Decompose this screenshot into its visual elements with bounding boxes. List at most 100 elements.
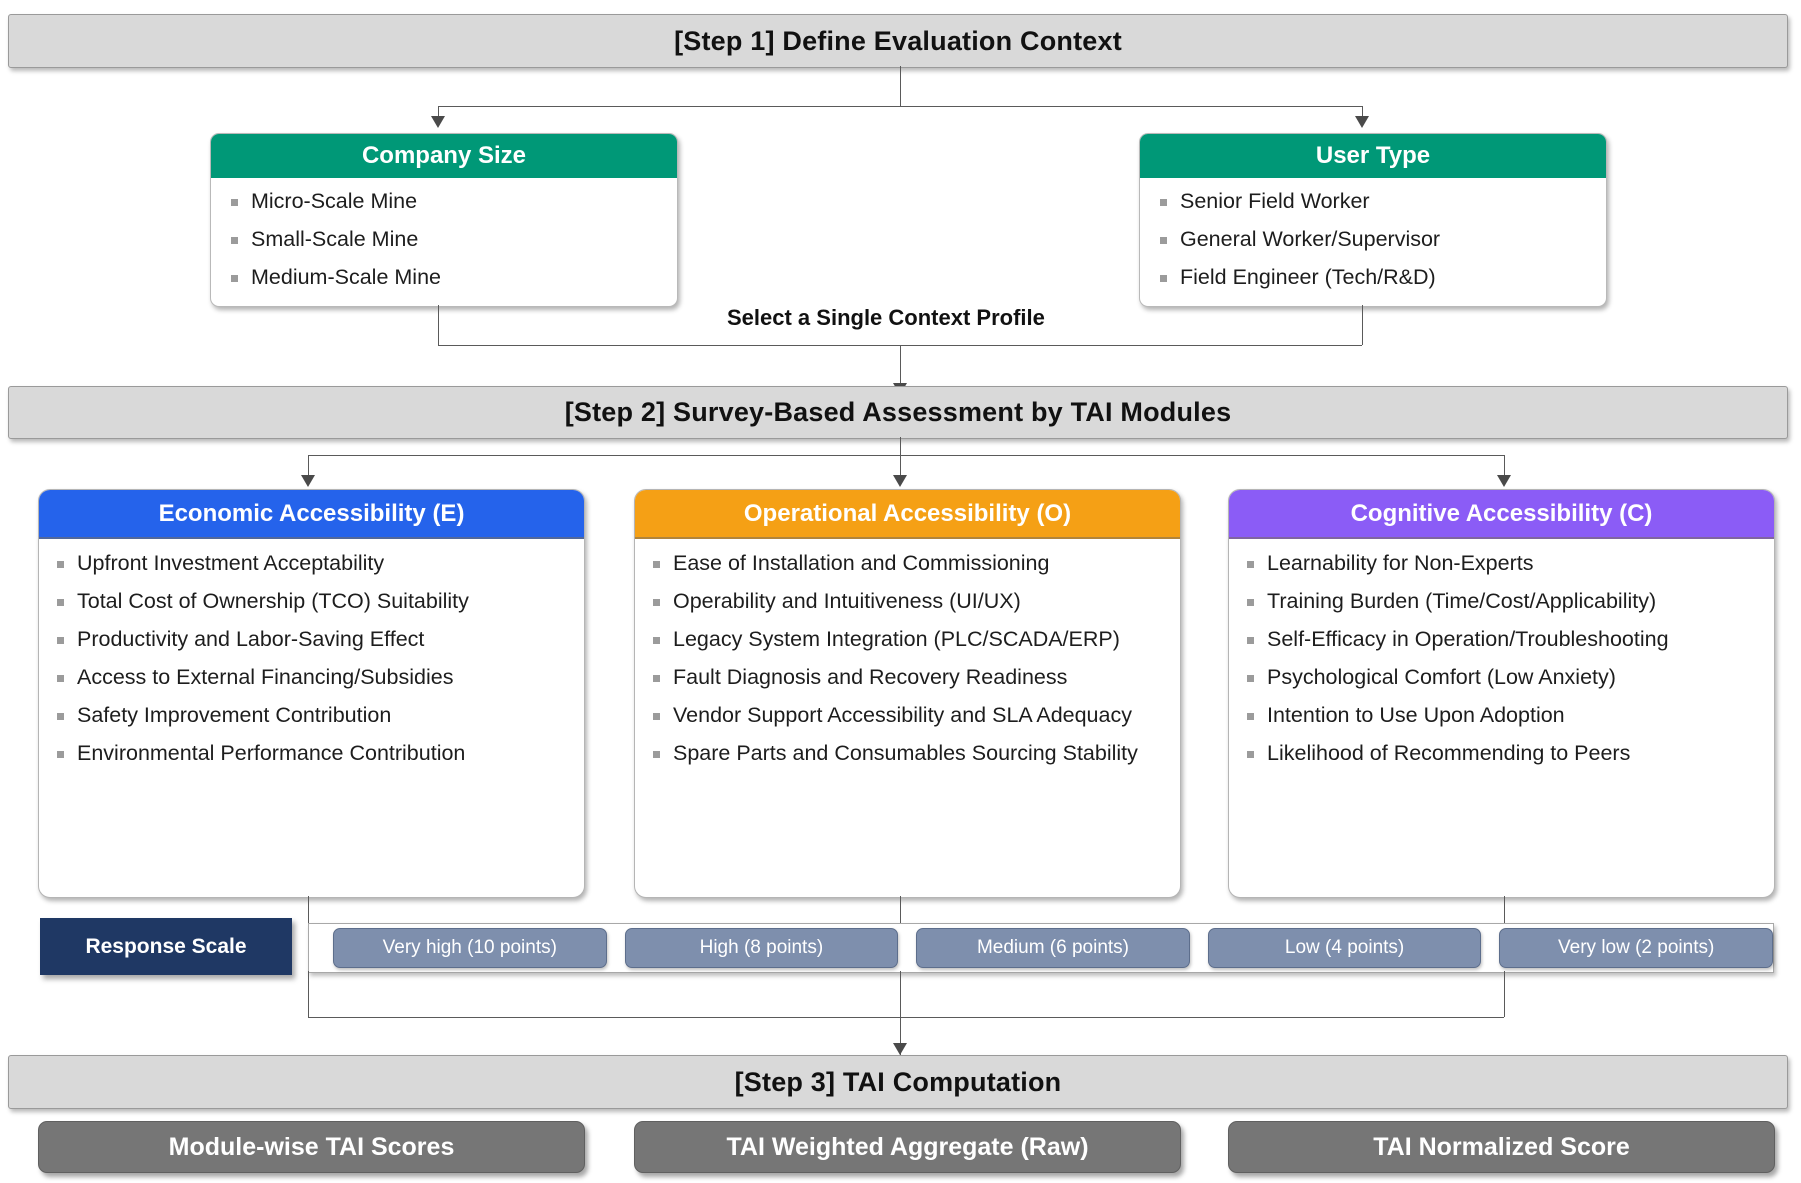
- connector-to-step3: [900, 1017, 901, 1057]
- list-item[interactable]: Vendor Support Accessibility and SLA Ade…: [647, 702, 1168, 730]
- connector-module-e-drop: [308, 455, 309, 477]
- list-item[interactable]: Upfront Investment Acceptability: [51, 550, 572, 578]
- list-item-label: Small-Scale Mine: [251, 226, 419, 251]
- module-cognitive-header: Cognitive Accessibility (C): [1229, 490, 1774, 539]
- connector-step1-right-drop: [1362, 106, 1363, 118]
- scale-option-label: Very high (10 points): [382, 937, 557, 958]
- list-item[interactable]: Legacy System Integration (PLC/SCADA/ERP…: [647, 626, 1168, 654]
- output-normalized-score[interactable]: TAI Normalized Score: [1228, 1121, 1775, 1173]
- connector-step2-split: [308, 455, 1504, 456]
- list-item-label: Psychological Comfort (Low Anxiety): [1267, 664, 1616, 689]
- scale-option-low[interactable]: Low (4 points): [1207, 928, 1482, 968]
- list-item[interactable]: Likelihood of Recommending to Peers: [1241, 740, 1762, 768]
- response-scale-label-text: Response Scale: [85, 934, 247, 958]
- connector-to-step2: [900, 345, 901, 385]
- list-item[interactable]: Operability and Intuitiveness (UI/UX): [647, 588, 1168, 616]
- list-item[interactable]: Fault Diagnosis and Recovery Readiness: [647, 664, 1168, 692]
- scale-option-high[interactable]: High (8 points): [624, 928, 899, 968]
- step3-banner: [Step 3] TAI Computation: [8, 1055, 1788, 1109]
- module-operational-header: Operational Accessibility (O): [635, 490, 1180, 539]
- output-module-wise-scores[interactable]: Module-wise TAI Scores: [38, 1121, 585, 1173]
- list-item[interactable]: Learnability for Non-Experts: [1241, 550, 1762, 578]
- module-cognitive-title: Cognitive Accessibility (C): [1350, 499, 1653, 527]
- list-item-label: Access to External Financing/Subsidies: [77, 664, 454, 689]
- list-item[interactable]: General Worker/Supervisor: [1154, 226, 1592, 254]
- list-item-label: Safety Improvement Contribution: [77, 702, 392, 727]
- arrow-to-module-economic: [301, 475, 315, 487]
- company-size-list: Micro-Scale Mine Small-Scale Mine Medium…: [225, 188, 663, 292]
- select-context-profile-label: Select a Single Context Profile: [727, 305, 1045, 330]
- output-label: Module-wise TAI Scores: [168, 1132, 455, 1161]
- list-item[interactable]: Small-Scale Mine: [225, 226, 663, 254]
- list-item-label: Total Cost of Ownership (TCO) Suitabilit…: [77, 588, 469, 613]
- card-company-size-body: Micro-Scale Mine Small-Scale Mine Medium…: [211, 178, 677, 306]
- response-scale-label: Response Scale: [40, 918, 292, 975]
- list-item-label: Intention to Use Upon Adoption: [1267, 702, 1565, 727]
- card-user-type-title: User Type: [1315, 142, 1431, 169]
- list-item[interactable]: Spare Parts and Consumables Sourcing Sta…: [647, 740, 1168, 768]
- module-economic-header: Economic Accessibility (E): [39, 490, 584, 539]
- connector-step1-stem: [900, 66, 901, 106]
- arrow-to-company-size: [431, 116, 445, 128]
- scale-option-very-high[interactable]: Very high (10 points): [333, 928, 607, 968]
- list-item[interactable]: Environmental Performance Contribution: [51, 740, 572, 768]
- connector-scale-cognitive-down: [1504, 971, 1505, 1017]
- list-item-label: Ease of Installation and Commissioning: [673, 551, 1050, 575]
- arrow-to-step3: [893, 1043, 907, 1055]
- card-user-type-header: User Type: [1140, 134, 1606, 178]
- scale-option-very-low[interactable]: Very low (2 points): [1499, 928, 1773, 968]
- connector-company-size-down: [438, 305, 439, 345]
- list-item[interactable]: Training Burden (Time/Cost/Applicability…: [1241, 588, 1762, 616]
- connector-scale-operational-down: [900, 971, 901, 1017]
- module-card-cognitive[interactable]: Cognitive Accessibility (C) Learnability…: [1228, 489, 1775, 898]
- list-item-label: General Worker/Supervisor: [1180, 226, 1441, 251]
- step1-banner-label: [Step 1] Define Evaluation Context: [674, 25, 1122, 56]
- module-economic-list: Upfront Investment Acceptability Total C…: [51, 550, 572, 768]
- list-item[interactable]: Self-Efficacy in Operation/Troubleshooti…: [1241, 626, 1762, 654]
- list-item-label: Fault Diagnosis and Recovery Readiness: [673, 664, 1068, 689]
- module-operational-body: Ease of Installation and Commissioning O…: [635, 539, 1180, 788]
- card-company-size-header: Company Size: [211, 134, 677, 178]
- list-item[interactable]: Intention to Use Upon Adoption: [1241, 702, 1762, 730]
- arrow-to-module-cognitive: [1497, 475, 1511, 487]
- list-item-label: Vendor Support Accessibility and SLA Ade…: [673, 702, 1132, 727]
- list-item-label: Field Engineer (Tech/R&D): [1180, 264, 1436, 289]
- module-card-operational[interactable]: Operational Accessibility (O) Ease of In…: [634, 489, 1181, 898]
- list-item-label: Environmental Performance Contribution: [77, 740, 466, 765]
- output-label: TAI Normalized Score: [1373, 1132, 1630, 1161]
- list-item-label: Upfront Investment Acceptability: [77, 551, 385, 575]
- list-item-label: Spare Parts and Consumables Sourcing Sta…: [673, 740, 1138, 765]
- list-item[interactable]: Micro-Scale Mine: [225, 188, 663, 216]
- list-item[interactable]: Medium-Scale Mine: [225, 264, 663, 292]
- list-item[interactable]: Field Engineer (Tech/R&D): [1154, 264, 1592, 292]
- module-card-economic[interactable]: Economic Accessibility (E) Upfront Inves…: [38, 489, 585, 898]
- list-item[interactable]: Senior Field Worker: [1154, 188, 1592, 216]
- card-company-size[interactable]: Company Size Micro-Scale Mine Small-Scal…: [210, 133, 678, 307]
- list-item-label: Productivity and Labor-Saving Effect: [77, 626, 425, 651]
- list-item[interactable]: Productivity and Labor-Saving Effect: [51, 626, 572, 654]
- list-item[interactable]: Total Cost of Ownership (TCO) Suitabilit…: [51, 588, 572, 616]
- arrow-to-user-type: [1355, 116, 1369, 128]
- card-user-type-body: Senior Field Worker General Worker/Super…: [1140, 178, 1606, 306]
- scale-option-medium[interactable]: Medium (6 points): [916, 928, 1190, 968]
- card-company-size-title: Company Size: [361, 142, 527, 169]
- user-type-list: Senior Field Worker General Worker/Super…: [1154, 188, 1592, 292]
- step3-banner-label: [Step 3] TAI Computation: [734, 1066, 1062, 1097]
- arrow-to-module-operational: [893, 475, 907, 487]
- card-user-type[interactable]: User Type Senior Field Worker General Wo…: [1139, 133, 1607, 307]
- list-item[interactable]: Psychological Comfort (Low Anxiety): [1241, 664, 1762, 692]
- connector-scale-economic-down: [308, 971, 309, 1017]
- list-item-label: Operability and Intuitiveness (UI/UX): [673, 588, 1021, 613]
- scale-option-label: Medium (6 points): [976, 937, 1130, 958]
- output-weighted-aggregate[interactable]: TAI Weighted Aggregate (Raw): [634, 1121, 1181, 1173]
- scale-option-label: Low (4 points): [1284, 937, 1405, 958]
- list-item[interactable]: Ease of Installation and Commissioning: [647, 550, 1168, 578]
- step1-banner: [Step 1] Define Evaluation Context: [8, 14, 1788, 68]
- connector-step1-left-drop: [438, 106, 439, 118]
- scale-option-label: High (8 points): [699, 937, 824, 958]
- list-item-label: Self-Efficacy in Operation/Troubleshooti…: [1267, 626, 1669, 651]
- list-item[interactable]: Safety Improvement Contribution: [51, 702, 572, 730]
- list-item[interactable]: Access to External Financing/Subsidies: [51, 664, 572, 692]
- module-cognitive-list: Learnability for Non-Experts Training Bu…: [1241, 550, 1762, 768]
